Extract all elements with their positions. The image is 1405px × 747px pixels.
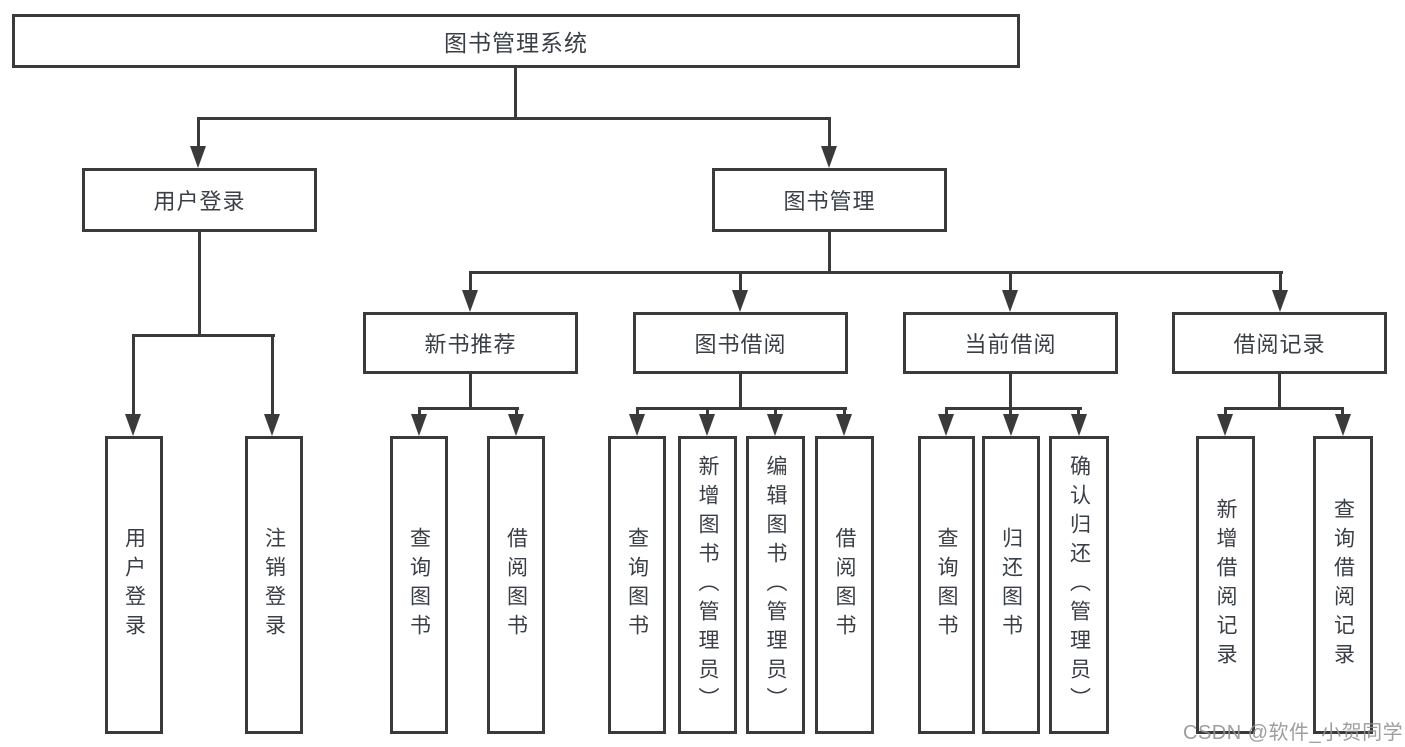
connector-drop-query-books-rec: [418, 407, 421, 417]
leaf-borrow-books-rec-label: 借阅图书: [504, 527, 528, 643]
leaf-borrow-books-rec: 借阅图书: [487, 436, 545, 734]
connector-drop-query-record: [1341, 407, 1344, 417]
connector-drop-book-mgmt: [828, 117, 831, 148]
connector-drop-borrow-books-bb: [843, 407, 846, 417]
leaf-logout: 注销登录: [245, 436, 303, 734]
node-current-borrow: 当前借阅: [903, 312, 1118, 374]
arrowhead-query-record: [1335, 414, 1351, 436]
arrowhead-user-login: [190, 146, 206, 168]
arrowhead-current-borrow: [1002, 290, 1018, 312]
leaf-add-borrow-record: 新增借阅记录: [1196, 436, 1255, 734]
leaf-return-books: 归还图书: [982, 436, 1040, 734]
connector-root-stem: [514, 68, 517, 119]
connector-drop-book-borrow: [739, 271, 742, 292]
node-book-mgmt-label: 图书管理: [783, 189, 876, 214]
connector-drop-add-record: [1224, 407, 1227, 417]
arrowhead-query-books-cb: [938, 414, 954, 436]
leaf-query-books-rec: 查询图书: [390, 436, 448, 734]
connector-bookmgmt-bar: [469, 271, 1283, 274]
arrowhead-edit-books: [767, 414, 783, 436]
watermark: CSDN @软件_小贺同学: [1183, 722, 1404, 744]
leaf-logout-label: 注销登录: [262, 527, 286, 643]
leaf-borrow-books-bb-label: 借阅图书: [833, 527, 856, 643]
connector-drop-current-borrow: [1009, 271, 1012, 292]
leaf-edit-books-admin-label: 编辑图书（管理员）: [764, 454, 787, 716]
arrowhead-add-record: [1217, 414, 1233, 436]
leaf-query-borrow-record: 查询借阅记录: [1313, 436, 1373, 734]
leaf-query-books-rec-label: 查询图书: [407, 527, 431, 643]
arrowhead-borrow-books-bb: [836, 414, 852, 436]
node-user-login-label: 用户登录: [153, 189, 246, 214]
connector-drop-return-books: [1009, 407, 1012, 417]
connector-currentborrow-bar: [945, 407, 1082, 410]
node-user-login: 用户登录: [82, 168, 317, 232]
node-new-book-rec: 新书推荐: [363, 312, 578, 374]
arrowhead-book-borrow: [732, 290, 748, 312]
leaf-user-login: 用户登录: [105, 436, 163, 734]
connector-userlogin-stem: [198, 231, 201, 336]
connector-drop-leaf-user-login: [132, 334, 135, 416]
leaf-query-books-cb: 查询图书: [918, 436, 975, 734]
leaf-add-books-admin: 新增图书（管理员）: [678, 436, 737, 734]
arrowhead-borrow-records: [1272, 290, 1288, 312]
connector-drop-leaf-logout: [271, 334, 274, 416]
node-borrow-records-label: 借阅记录: [1233, 332, 1326, 357]
leaf-add-books-admin-label: 新增图书（管理员）: [696, 454, 719, 716]
node-root: 图书管理系统: [12, 14, 1020, 68]
connector-currentborrow-stem: [1009, 373, 1012, 410]
arrowhead-new-book-rec: [462, 290, 478, 312]
node-current-borrow-label: 当前借阅: [964, 332, 1057, 357]
connector-drop-borrow-books-rec: [515, 407, 518, 417]
leaf-add-borrow-record-label: 新增借阅记录: [1214, 498, 1237, 672]
leaf-query-books-cb-label: 查询图书: [935, 527, 958, 643]
arrowhead-borrow-books-rec: [508, 414, 524, 436]
connector-bookborrow-bar: [636, 407, 847, 410]
leaf-borrow-books-bb: 借阅图书: [815, 436, 874, 734]
node-new-book-rec-label: 新书推荐: [424, 332, 517, 357]
leaf-query-books-bb-label: 查询图书: [625, 527, 649, 643]
connector-drop-query-books-bb: [636, 407, 639, 417]
leaf-user-login-label: 用户登录: [122, 527, 146, 643]
connector-drop-add-books: [706, 407, 709, 417]
arrowhead-leaf-user-login: [125, 414, 141, 436]
node-book-borrow-label: 图书借阅: [694, 332, 787, 357]
connector-drop-edit-books: [774, 407, 777, 417]
leaf-return-books-label: 归还图书: [999, 527, 1023, 643]
connector-borrowrecords-stem: [1278, 373, 1281, 410]
connector-drop-confirm-return: [1077, 407, 1080, 417]
arrowhead-return-books: [1003, 414, 1019, 436]
connector-bookmgmt-stem: [828, 231, 831, 274]
arrowhead-add-books: [699, 414, 715, 436]
connector-borrowrecords-bar: [1224, 407, 1344, 410]
arrowhead-query-books-bb: [629, 414, 645, 436]
connector-root-bar: [197, 117, 831, 120]
arrowhead-leaf-logout: [264, 414, 280, 436]
node-root-label: 图书管理系统: [444, 30, 588, 56]
node-book-borrow: 图书借阅: [633, 312, 848, 374]
connector-newbookrec-bar: [418, 407, 519, 410]
connector-drop-query-books-cb: [945, 407, 948, 417]
connector-userlogin-bar: [132, 334, 275, 337]
arrowhead-book-mgmt: [821, 146, 837, 168]
connector-newbookrec-stem: [469, 373, 472, 410]
connector-drop-borrow-records: [1279, 271, 1282, 292]
node-book-mgmt: 图书管理: [712, 168, 947, 232]
arrowhead-confirm-return: [1071, 414, 1087, 436]
leaf-confirm-return-admin-label: 确认归还（管理员）: [1067, 454, 1091, 716]
connector-bookborrow-stem: [739, 373, 742, 410]
leaf-confirm-return-admin: 确认归还（管理员）: [1049, 436, 1109, 734]
leaf-query-borrow-record-label: 查询借阅记录: [1331, 498, 1355, 672]
arrowhead-query-books-rec: [411, 414, 427, 436]
connector-drop-user-login: [197, 117, 200, 148]
leaf-query-books-bb: 查询图书: [608, 436, 666, 734]
leaf-edit-books-admin: 编辑图书（管理员）: [746, 436, 805, 734]
node-borrow-records: 借阅记录: [1172, 312, 1387, 374]
connector-drop-new-book-rec: [469, 271, 472, 292]
